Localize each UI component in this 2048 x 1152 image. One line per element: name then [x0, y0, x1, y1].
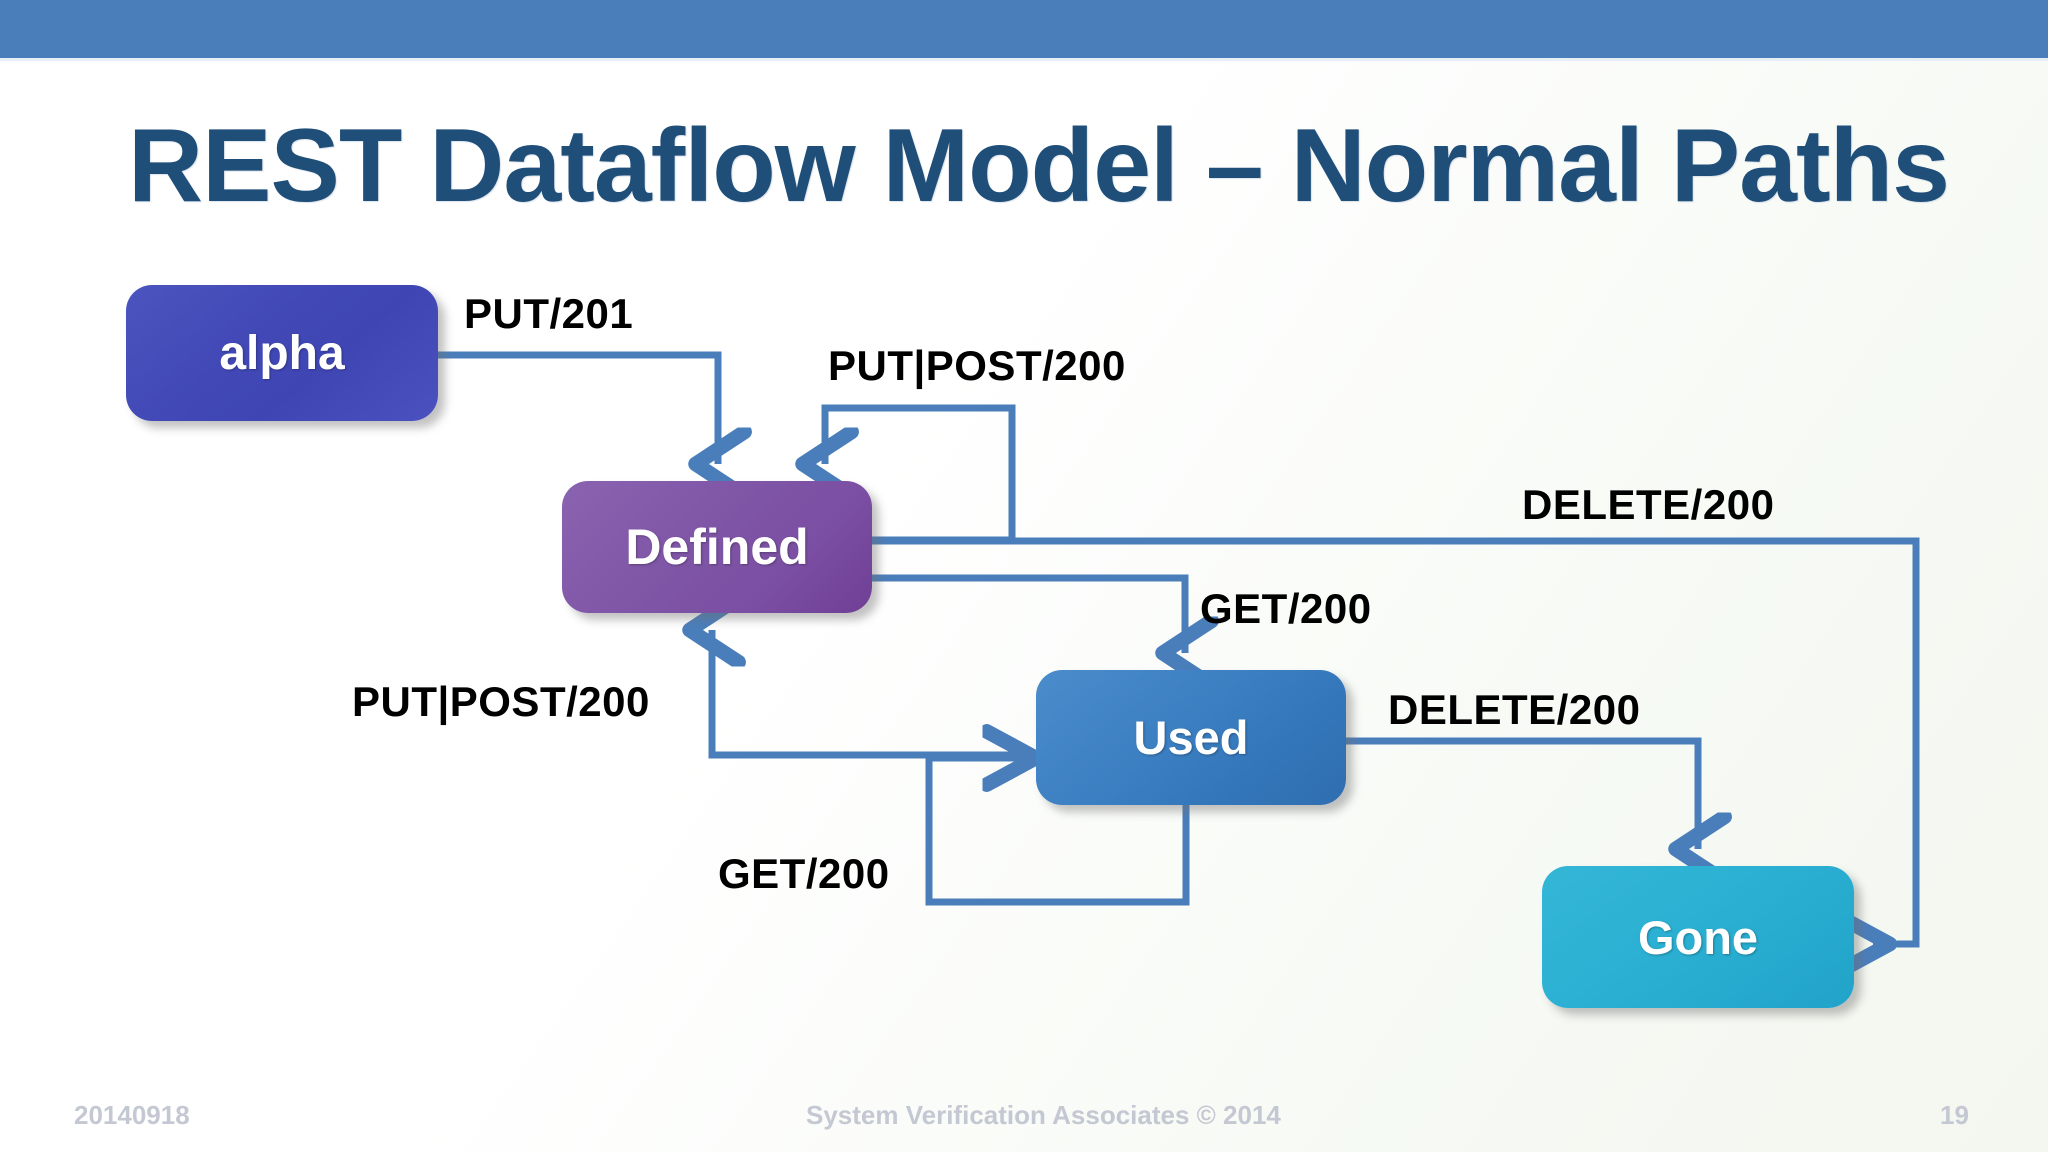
- slide-accent-bar: [0, 0, 2048, 58]
- footer-date: 20140918: [74, 1100, 190, 1130]
- footer-page-number: 19: [1940, 1100, 1969, 1130]
- state-node-defined[interactable]: Defined: [562, 481, 872, 613]
- edge-label-defined-gone: DELETE/200: [1522, 481, 1775, 528]
- edge-alpha-defined: [438, 351, 718, 464]
- edge-label-defined-self-loop: PUT|POST/200: [828, 342, 1126, 389]
- edge-label-used-defined: PUT|POST/200: [352, 678, 650, 725]
- edge-used-self-loop: [925, 758, 1190, 906]
- state-node-used-label: Used: [1133, 711, 1249, 764]
- edge-defined-gone: [872, 537, 1920, 978]
- edge-label-used-gone: DELETE/200: [1388, 686, 1641, 733]
- footer-copyright: System Verification Associates © 2014: [806, 1100, 1281, 1130]
- state-node-alpha-label: alpha: [219, 326, 345, 380]
- state-node-alpha[interactable]: alpha: [126, 285, 438, 421]
- state-node-gone[interactable]: Gone: [1542, 866, 1854, 1008]
- state-node-used[interactable]: Used: [1036, 670, 1346, 805]
- edge-defined-used: [872, 574, 1185, 653]
- edge-used-defined: [712, 630, 1036, 759]
- edge-label-defined-used: GET/200: [1200, 585, 1372, 632]
- edge-label-alpha-defined: PUT/201: [464, 290, 634, 337]
- state-node-defined-label: Defined: [625, 519, 809, 575]
- edge-label-used-self-loop: GET/200: [718, 850, 890, 897]
- page-title: REST Dataflow Model – Normal Paths: [128, 108, 1950, 224]
- state-node-gone-label: Gone: [1637, 910, 1759, 964]
- edge-used-gone: [1346, 737, 1698, 849]
- slide-accent-bar-underline: [0, 58, 2048, 61]
